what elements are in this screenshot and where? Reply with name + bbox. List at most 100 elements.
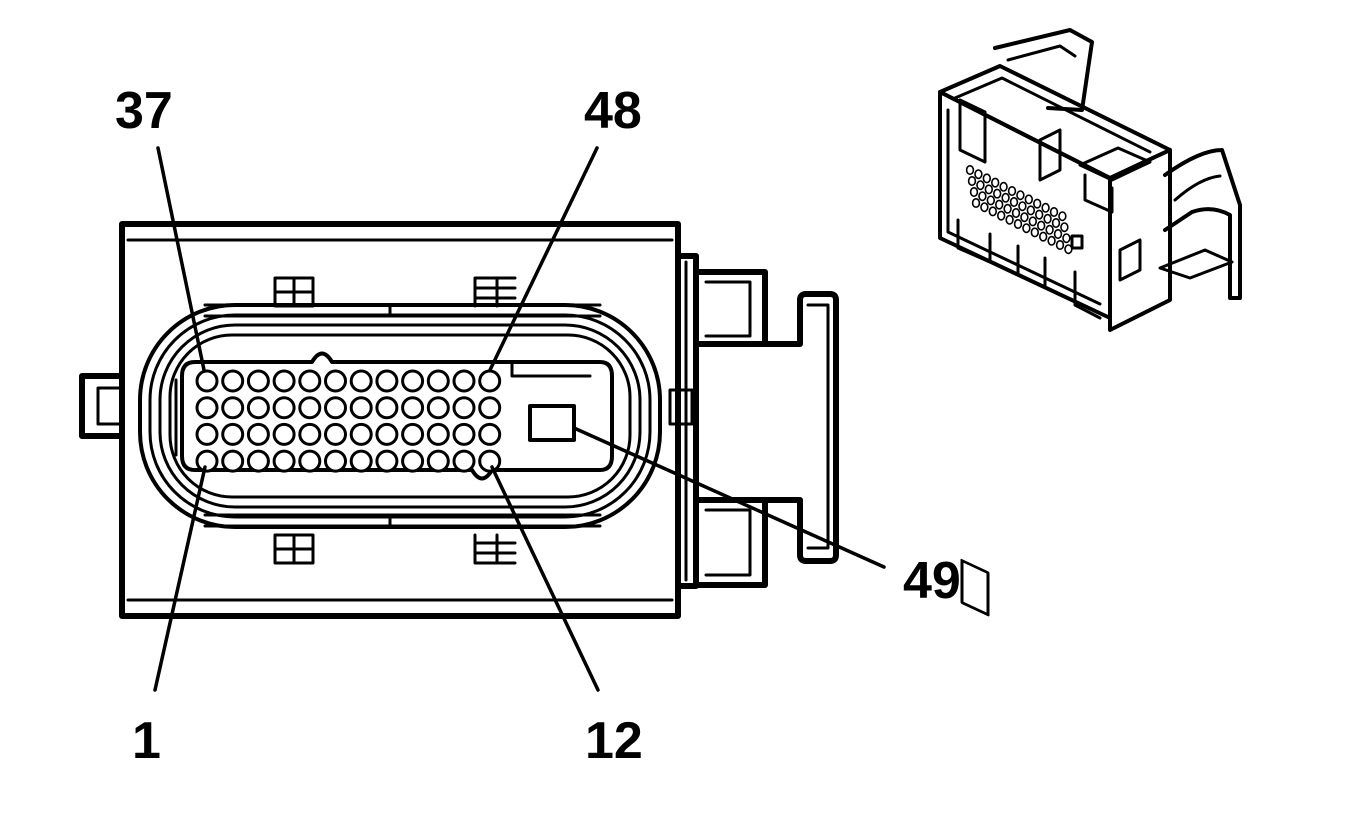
iso-terminal-cavity — [1018, 201, 1027, 212]
terminal-cavity — [195, 449, 219, 473]
terminal-cavity — [221, 449, 245, 473]
terminal-cavity — [426, 422, 450, 446]
terminal-cavity — [221, 422, 245, 446]
terminal-cavity — [246, 449, 270, 473]
iso-terminal-cavity — [1034, 209, 1044, 220]
terminal-cavity — [452, 396, 476, 420]
terminal-cavity — [375, 449, 399, 473]
iso-terminal-cavity — [1020, 212, 1029, 223]
connector-isometric-view — [938, 28, 1242, 617]
leader-37 — [156, 146, 206, 372]
leader-48 — [488, 146, 599, 372]
iso-terminal-cavity — [1041, 202, 1050, 213]
iso-terminal-cavity — [1032, 198, 1042, 209]
terminal-cavity — [195, 369, 219, 393]
iso-terminal-cavity — [1022, 223, 1031, 234]
callout-12: 12 — [585, 712, 643, 770]
iso-terminal-cavity — [1064, 244, 1073, 255]
terminal-cavity — [349, 449, 373, 473]
leader-1 — [153, 465, 207, 692]
iso-terminal-cavity — [1047, 235, 1056, 246]
terminal-cavity — [426, 396, 450, 420]
terminal-cavity — [375, 396, 399, 420]
iso-terminal-cavity — [1013, 219, 1023, 230]
leader-49 — [572, 426, 886, 569]
iso-terminal-cavity — [1049, 207, 1059, 218]
top-lock-window-left — [273, 276, 315, 308]
iso-terminal-cavity — [988, 206, 997, 217]
top-lock-window-right — [473, 276, 517, 308]
terminal-cavity — [324, 396, 347, 420]
terminal-cavity — [401, 369, 425, 393]
terminal-cavity — [324, 449, 347, 473]
terminal-cavity — [426, 449, 450, 473]
iso-terminal-cavity — [1003, 203, 1012, 214]
terminal-cavity — [401, 396, 425, 420]
iso-terminal-cavity — [984, 184, 993, 195]
terminal-cavity — [478, 396, 502, 420]
terminal-cavity — [298, 369, 322, 393]
callout-37: 37 — [115, 82, 173, 140]
terminal-cavity — [478, 449, 502, 473]
pin-grid — [195, 369, 502, 473]
seal-ring-inner — [168, 333, 632, 499]
terminal-cavity — [298, 449, 322, 473]
right-latch-assembly — [668, 253, 839, 589]
iso-terminal-cavity — [1028, 216, 1038, 227]
terminal-cavity — [246, 369, 270, 393]
iso-terminal-cavity — [986, 195, 995, 206]
iso-terminal-cavity — [1030, 227, 1040, 238]
terminal-cavity — [478, 422, 502, 446]
leader-12 — [490, 465, 600, 692]
iso-terminal-cavity — [1024, 194, 1034, 205]
terminal-cavity — [401, 449, 425, 473]
iso-terminal-cavity — [969, 187, 979, 198]
terminal-cavity — [221, 369, 245, 393]
iso-terminal-cavity — [996, 210, 1006, 221]
terminal-cavity — [349, 422, 373, 446]
terminal-49 — [528, 404, 576, 442]
seal-ring-outer — [138, 303, 662, 529]
terminal-cavity — [401, 422, 425, 446]
terminal-cavity — [298, 422, 322, 446]
terminal-cavity — [298, 396, 322, 420]
iso-terminal-cavity — [980, 202, 989, 213]
iso-terminal-cavity — [967, 176, 977, 187]
iso-terminal-cavity — [1026, 205, 1036, 216]
iso-terminal-cavity — [978, 191, 987, 202]
iso-terminal-cavity — [1038, 231, 1048, 242]
terminal-cavity — [246, 422, 270, 446]
terminal-cavity — [221, 396, 245, 420]
terminal-cavity — [349, 369, 373, 393]
terminal-cavity — [375, 369, 399, 393]
iso-terminal-cavity — [1058, 211, 1067, 222]
terminal-cavity — [478, 369, 502, 393]
terminal-cavity — [426, 369, 450, 393]
iso-terminal-cavity — [1001, 192, 1010, 203]
terminal-cavity — [272, 422, 296, 446]
left-latch-tab — [79, 373, 125, 439]
iso-terminal-cavity — [992, 188, 1002, 199]
iso-terminal-cavity — [1045, 224, 1054, 235]
terminal-cavity — [324, 422, 347, 446]
iso-terminal-cavity — [999, 181, 1008, 192]
iso-terminal-cavity — [1005, 214, 1014, 225]
iso-terminal-cavity — [982, 173, 991, 184]
iso-terminal-cavity — [965, 165, 975, 176]
terminal-cavity — [272, 369, 296, 393]
iso-terminal-cavity — [1036, 220, 1046, 231]
bottom-lock-window-right — [473, 533, 517, 565]
iso-terminal-cavity — [1016, 190, 1025, 201]
iso-terminal-cavity — [971, 198, 981, 209]
callout-48: 48 — [584, 82, 642, 140]
iso-terminal-cavity — [1009, 197, 1019, 208]
terminal-cavity — [452, 422, 476, 446]
pin-cavity — [180, 351, 614, 481]
connector-face-view — [79, 146, 886, 692]
iso-terminal-cavity — [1060, 222, 1069, 233]
isometric-pin-array — [965, 165, 1073, 255]
iso-terminal-cavity — [974, 169, 983, 180]
terminal-cavity — [324, 369, 347, 393]
iso-terminal-cavity — [1043, 213, 1052, 224]
